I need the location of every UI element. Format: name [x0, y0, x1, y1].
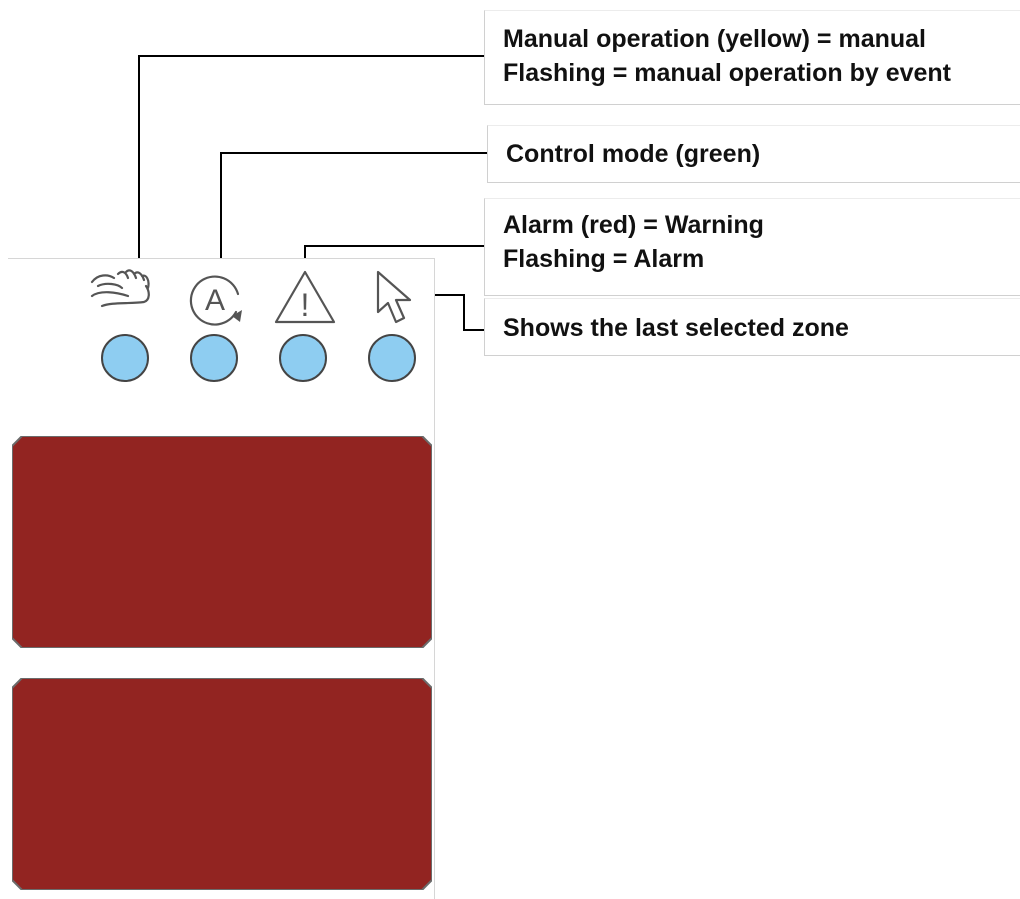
- callout-alarm-line2: Flashing = Alarm: [503, 245, 705, 273]
- control-indicator-led[interactable]: [190, 334, 238, 382]
- zone-tile-2[interactable]: [12, 678, 432, 890]
- auto-mode-letter: A: [205, 284, 225, 317]
- manual-indicator-led[interactable]: [101, 334, 149, 382]
- selected-indicator-led[interactable]: [368, 334, 416, 382]
- callout-alarm: Alarm (red) = Warning Flashing = Alarm: [484, 198, 1020, 296]
- auto-mode-icon: A: [186, 272, 248, 328]
- cursor-icon: [372, 268, 428, 326]
- callout-alarm-line1: Alarm (red) = Warning: [503, 211, 764, 239]
- callout-manual-line1: Manual operation (yellow) = manual: [503, 25, 926, 53]
- callout-control-mode: Control mode (green): [487, 125, 1020, 183]
- callout-last-selected-zone: Shows the last selected zone: [484, 298, 1020, 356]
- warning-mark: !: [301, 287, 310, 323]
- callout-manual-line2: Flashing = manual operation by event: [503, 59, 952, 87]
- warning-icon: !: [272, 268, 338, 326]
- leader-selected: [424, 294, 486, 331]
- callout-manual-operation: Manual operation (yellow) = manual Flash…: [484, 10, 1020, 105]
- leader-manual: [138, 55, 484, 262]
- alarm-indicator-led[interactable]: [279, 334, 327, 382]
- callout-selected-line1: Shows the last selected zone: [503, 314, 849, 342]
- hand-icon: [88, 266, 154, 324]
- leader-control: [220, 152, 488, 262]
- callout-control-line1: Control mode (green): [506, 140, 761, 168]
- zone-tile-1[interactable]: [12, 436, 432, 648]
